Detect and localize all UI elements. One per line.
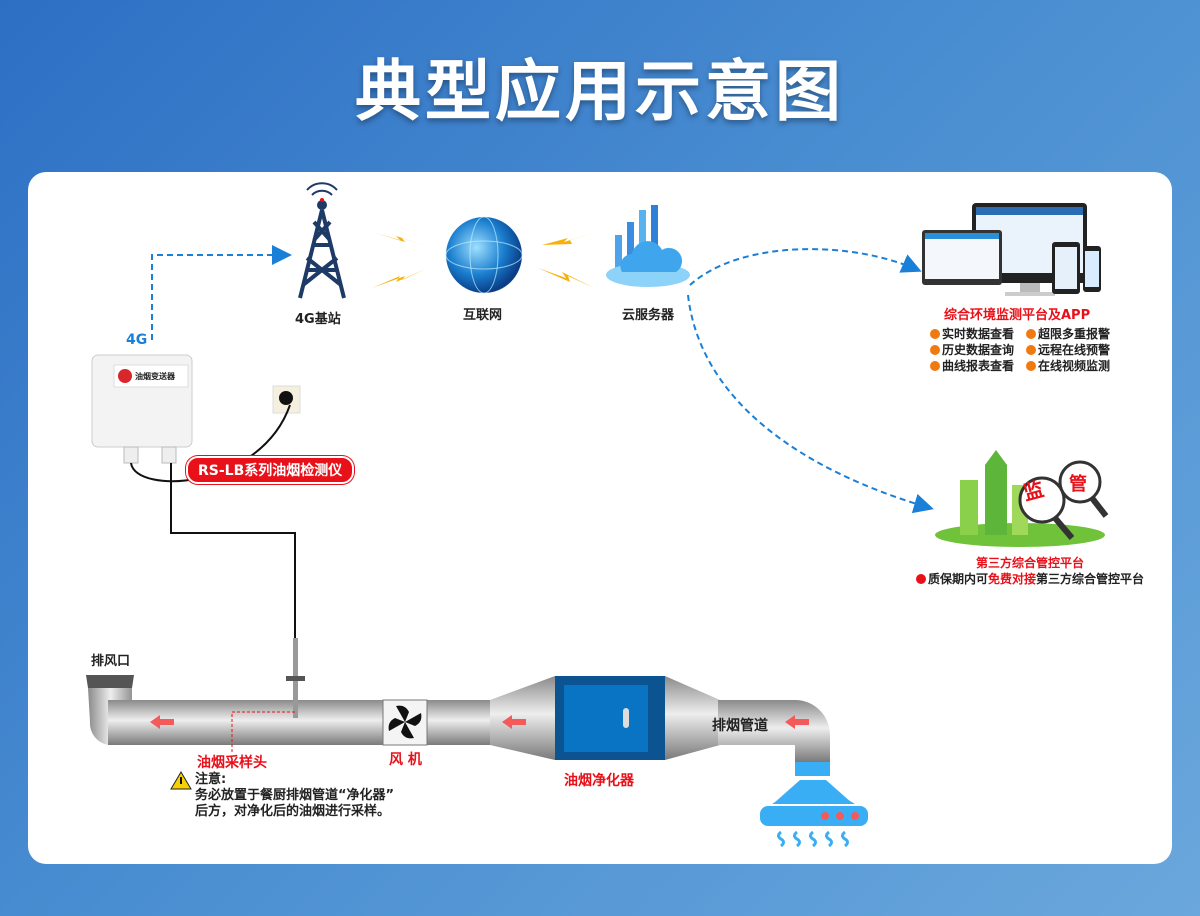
cell-tower-icon <box>298 182 346 299</box>
link-cloud-to-thirdparty <box>687 294 934 514</box>
base-station-label: 4G基站 <box>295 312 341 327</box>
device-panel-text: 油烟变送器 <box>135 372 175 381</box>
feature-item: 历史数据查询 <box>930 341 1014 358</box>
notice-line-1: 务必放置于餐厨排烟管道“净化器” <box>195 788 395 803</box>
feature-item: 在线视频监测 <box>1026 357 1110 374</box>
monitoring-devices-image <box>922 203 1101 296</box>
sampling-pointer <box>231 711 295 752</box>
city-regulation-image <box>935 450 1109 547</box>
airflow-arrows <box>150 715 809 729</box>
page-title: 典型应用示意图 <box>355 53 845 130</box>
pipe-label: 排烟管道 <box>712 718 768 734</box>
sampling-head-label: 油烟采样头 <box>197 755 267 771</box>
link-4g-label: 4G <box>126 332 148 348</box>
third-party-title: 第三方综合管控平台 <box>976 556 1085 570</box>
platform-title: 综合环境监测平台及APP <box>944 308 1091 323</box>
warning-icon <box>170 771 192 790</box>
sampling-probe <box>286 638 305 718</box>
notice-line-2: 后方，对净化后的油烟进行采样。 <box>195 804 391 819</box>
fan-label: 风 机 <box>389 752 422 768</box>
oil-fume-transmitter-image <box>91 354 193 464</box>
notice: 注意: 务必放置于餐厨排烟管道“净化器” 后方，对净化后的油烟进行采样。 <box>173 772 394 820</box>
third-party-note: 质保期内可免费对接第三方综合管控平台 <box>916 570 1144 587</box>
notice-heading: 注意: <box>195 772 227 787</box>
badge-guan: 管 <box>1069 474 1087 495</box>
signal-bolts <box>372 232 596 288</box>
feature-item: 远程在线预警 <box>1026 341 1110 358</box>
cloud-server-icon <box>606 205 690 287</box>
feature-item: 超限多重报警 <box>1026 325 1110 342</box>
fan-icon <box>382 699 428 746</box>
range-hood-image <box>760 762 868 848</box>
link-device-to-tower <box>151 245 292 340</box>
sensor-cable <box>170 463 296 640</box>
feature-item: 实时数据查看 <box>930 325 1014 342</box>
power-socket-icon <box>272 385 301 414</box>
device-name-badge: RS-LB系列油烟检测仪 <box>186 456 355 484</box>
purifier-image <box>555 676 665 760</box>
link-cloud-to-platform <box>689 248 922 286</box>
exhaust-outlet <box>86 675 134 688</box>
globe-icon <box>445 216 523 294</box>
internet-label: 互联网 <box>463 308 503 323</box>
outlet-label: 排风口 <box>91 654 131 669</box>
cloud-label: 云服务器 <box>622 308 675 323</box>
purifier-label: 油烟净化器 <box>564 773 634 789</box>
feature-item: 曲线报表查看 <box>930 357 1014 374</box>
